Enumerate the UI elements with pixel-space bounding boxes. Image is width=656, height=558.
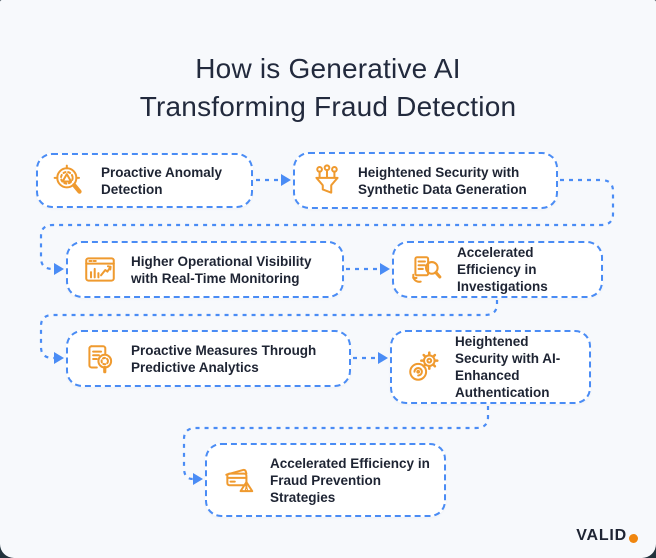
- step-box-investigations: Accelerated Efficiency in Investigations: [392, 241, 603, 298]
- step-label: Accelerated Efficiency in Fraud Preventi…: [270, 455, 430, 505]
- page-title: How is Generative AI Transforming Fraud …: [0, 50, 656, 126]
- step-box-anomaly-detection: Proactive Anomaly Detection: [36, 153, 253, 208]
- arrowhead-into-box5: [54, 352, 64, 364]
- arrowhead-into-box4: [380, 263, 390, 275]
- step-box-fraud-prevention: Accelerated Efficiency in Fraud Preventi…: [205, 443, 446, 517]
- arrowhead-into-box6: [378, 352, 388, 364]
- valid-logo-text: VALID: [576, 527, 627, 544]
- step-label: Higher Operational Visibility with Real-…: [131, 253, 312, 286]
- anomaly-detection-icon: [52, 163, 88, 199]
- synthetic-data-generation-icon: [309, 163, 345, 199]
- step-box-real-time-monitoring: Higher Operational Visibility with Real-…: [66, 241, 344, 298]
- valid-logo: VALID: [576, 527, 638, 545]
- step-label: Proactive Anomaly Detection: [101, 164, 223, 197]
- real-time-monitoring-icon: [82, 252, 118, 288]
- step-box-synthetic-data: Heightened Security with Synthetic Data …: [293, 152, 558, 209]
- fraud-prevention-card-icon: [221, 462, 257, 498]
- step-label: Proactive Measures Through Predictive An…: [131, 342, 317, 375]
- title-line-1: How is Generative AI: [195, 53, 461, 84]
- title-line-2: Transforming Fraud Detection: [139, 91, 517, 122]
- ai-authentication-icon: [406, 349, 442, 385]
- step-box-predictive-analytics: Proactive Measures Through Predictive An…: [66, 330, 351, 387]
- step-box-ai-authentication: Heightened Security with AI-Enhanced Aut…: [390, 330, 591, 404]
- step-label: Accelerated Efficiency in Investigations: [457, 245, 548, 294]
- predictive-analytics-icon: [82, 341, 118, 377]
- valid-logo-dot-icon: [629, 533, 638, 543]
- step-label: Heightened Security with Synthetic Data …: [358, 164, 527, 197]
- arrowhead-into-box2: [281, 174, 291, 186]
- investigation-document-icon: [408, 252, 444, 288]
- step-label: Heightened Security with AI-Enhanced Aut…: [455, 334, 561, 400]
- arrowhead-into-box3: [54, 263, 64, 275]
- arrowhead-into-box7: [193, 473, 203, 485]
